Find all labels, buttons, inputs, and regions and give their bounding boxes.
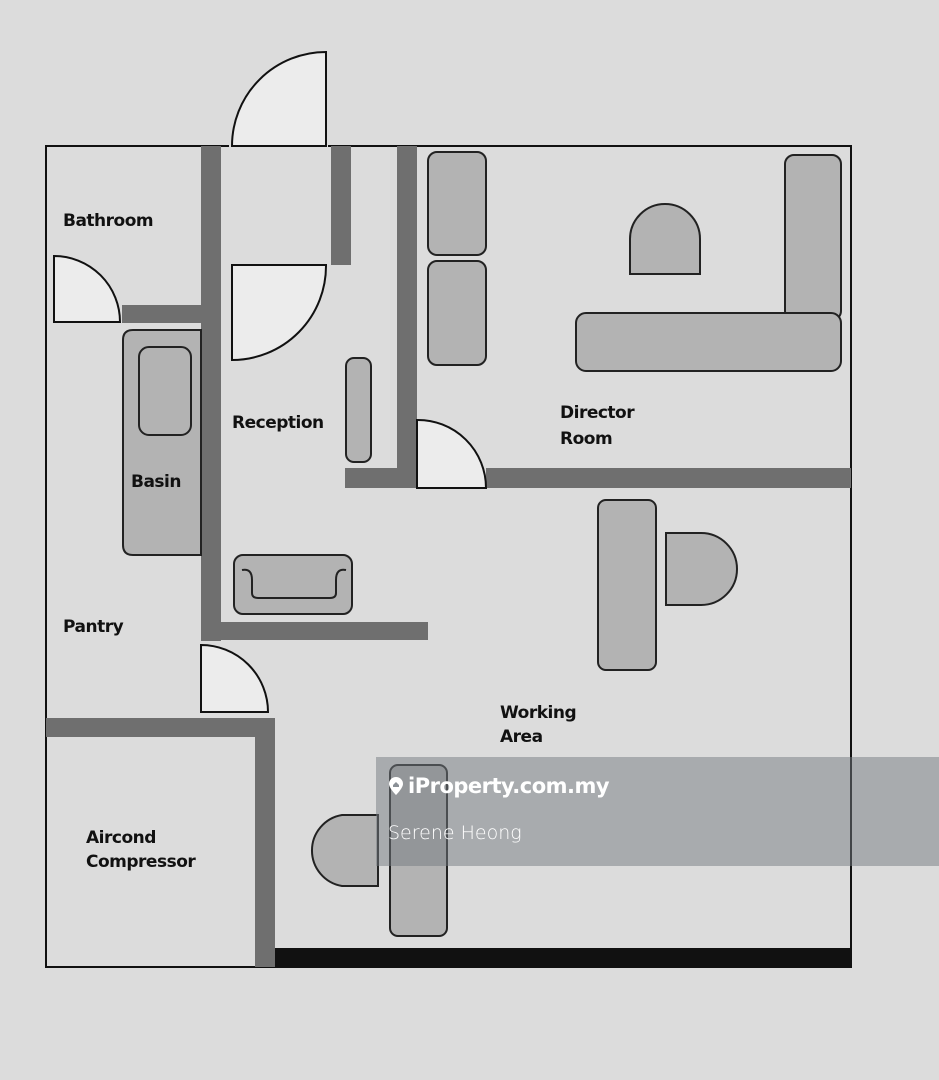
sofa-seat bbox=[241, 568, 347, 599]
wall-director-left bbox=[397, 146, 417, 488]
watermark-brand-text: iProperty.com.my bbox=[408, 774, 610, 798]
director-desk-side bbox=[784, 154, 842, 321]
watermark-agent-name: Serene Heong bbox=[388, 822, 522, 844]
wall-aircond-top bbox=[46, 718, 275, 737]
director-door bbox=[416, 418, 488, 489]
entrance-door bbox=[230, 50, 327, 147]
exterior-wall-bottom bbox=[275, 948, 851, 967]
director-chair bbox=[629, 203, 701, 275]
label-bathroom: Bathroom bbox=[63, 211, 153, 231]
wall-aircond-right bbox=[255, 718, 275, 967]
label-director-room-line2: Room bbox=[560, 429, 612, 449]
director-cabinet bbox=[427, 151, 487, 256]
location-pin-icon bbox=[389, 777, 403, 795]
bathroom-door bbox=[53, 254, 122, 323]
basin-sink bbox=[138, 346, 192, 436]
label-aircond-line2: Compressor bbox=[86, 852, 196, 872]
wall-entrance-right bbox=[331, 146, 351, 265]
watermark-brand: iProperty.com.my bbox=[388, 774, 610, 798]
wall-director-bottom bbox=[486, 468, 851, 488]
watermark-band bbox=[376, 757, 939, 866]
label-working-area-line1: Working bbox=[500, 703, 576, 723]
working-chair bbox=[665, 532, 738, 606]
label-working-area-line2: Area bbox=[500, 727, 543, 747]
sofa bbox=[233, 554, 353, 615]
label-reception: Reception bbox=[232, 413, 324, 433]
working-area-chair bbox=[311, 814, 379, 887]
wall-bathroom bbox=[122, 305, 201, 323]
reception-door bbox=[231, 264, 328, 362]
wall-director-bottom-left bbox=[345, 468, 417, 488]
label-basin: Basin bbox=[131, 472, 181, 492]
wall-reception-left bbox=[201, 146, 221, 641]
working-desk bbox=[597, 499, 657, 671]
label-pantry: Pantry bbox=[63, 617, 124, 637]
wall-reception-bottom bbox=[201, 622, 428, 640]
label-aircond-line1: Aircond bbox=[86, 828, 156, 848]
director-cabinet bbox=[427, 260, 487, 366]
label-director-room-line1: Director bbox=[560, 403, 635, 423]
director-desk bbox=[575, 312, 842, 372]
reception-counter bbox=[345, 357, 372, 463]
pantry-door bbox=[200, 643, 270, 713]
